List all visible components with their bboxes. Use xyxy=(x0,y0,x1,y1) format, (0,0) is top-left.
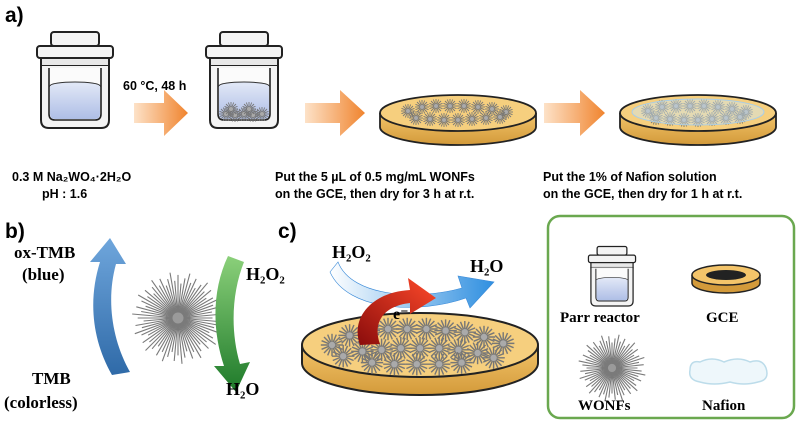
h2o2-reduction-arrow xyxy=(214,256,250,392)
hydrothermal-arrow xyxy=(134,90,188,136)
legend-box: Parr reactor GCE WONFs Nafion xyxy=(546,214,796,420)
h2o-label-c: H₂O xyxy=(470,256,503,276)
ox-tmb-color-label: (blue) xyxy=(22,265,65,284)
tmb-oxidation-arrow xyxy=(90,238,130,375)
legend-parr-reactor-label: Parr reactor xyxy=(560,310,640,326)
gce-wonfs-nafion-disk xyxy=(619,94,777,146)
nafion-coating-arrow xyxy=(544,90,605,136)
parr-reactor-product-icon xyxy=(205,31,283,129)
panel-a-label: a) xyxy=(5,4,24,27)
tmb-label: TMB xyxy=(32,369,71,388)
parr-reactor-initial-icon xyxy=(36,31,114,129)
gce-wonfs-disk xyxy=(379,94,537,146)
tmb-color-label: (colorless) xyxy=(4,393,78,412)
h2o2-label-b: H₂O₂ xyxy=(246,264,285,284)
electron-transfer-arrow xyxy=(357,278,436,345)
panel-c-label: c) xyxy=(278,220,297,243)
panel-a: a) 0.3 M Na₂WO₄·2H₂O pH : 1.6 60 °C, 48 … xyxy=(5,4,777,201)
h2o2-label-c: H₂O₂ xyxy=(332,242,371,262)
reaction-condition-label: 60 °C, 48 h xyxy=(123,79,186,93)
nafion-coating-caption-1: Put the 1% of Nafion solution xyxy=(543,170,717,184)
legend-nafion-icon xyxy=(688,358,768,385)
legend-gce-icon xyxy=(691,264,761,294)
precursor-label: 0.3 M Na₂WO₄·2H₂O xyxy=(12,170,131,184)
panel-b: b) ox-TMB (blue) TMB (colorless) H₂O₂ H₂… xyxy=(4,220,285,412)
nafion-coating-caption-2: on the GCE, then dry for 1 h at r.t. xyxy=(543,187,742,201)
ph-label: pH : 1.6 xyxy=(42,187,87,201)
legend-gce-label: GCE xyxy=(706,310,739,326)
panel-c: c) H₂O₂ H₂O e⁻ xyxy=(278,220,539,396)
panel-b-label: b) xyxy=(5,220,25,243)
legend-wonfs-label: WONFs xyxy=(578,398,631,414)
wonfs-deposition-caption-1: Put the 5 µL of 0.5 mg/mL WONFs xyxy=(275,170,475,184)
h2o-label-b: H₂O xyxy=(226,379,259,399)
legend-parr-reactor-icon xyxy=(587,245,637,307)
electron-label: e⁻ xyxy=(393,306,409,323)
h2o2-to-h2o-arrow xyxy=(329,261,495,309)
gce-catalytic-disk xyxy=(301,312,539,396)
legend-wonfs-icon xyxy=(578,334,646,402)
wonf-nanoflower-icon xyxy=(132,272,224,364)
deposition-arrow xyxy=(305,90,365,136)
wonfs-deposition-caption-2: on the GCE, then dry for 3 h at r.t. xyxy=(275,187,474,201)
legend-nafion-label: Nafion xyxy=(702,398,746,414)
ox-tmb-label: ox-TMB xyxy=(14,243,75,262)
